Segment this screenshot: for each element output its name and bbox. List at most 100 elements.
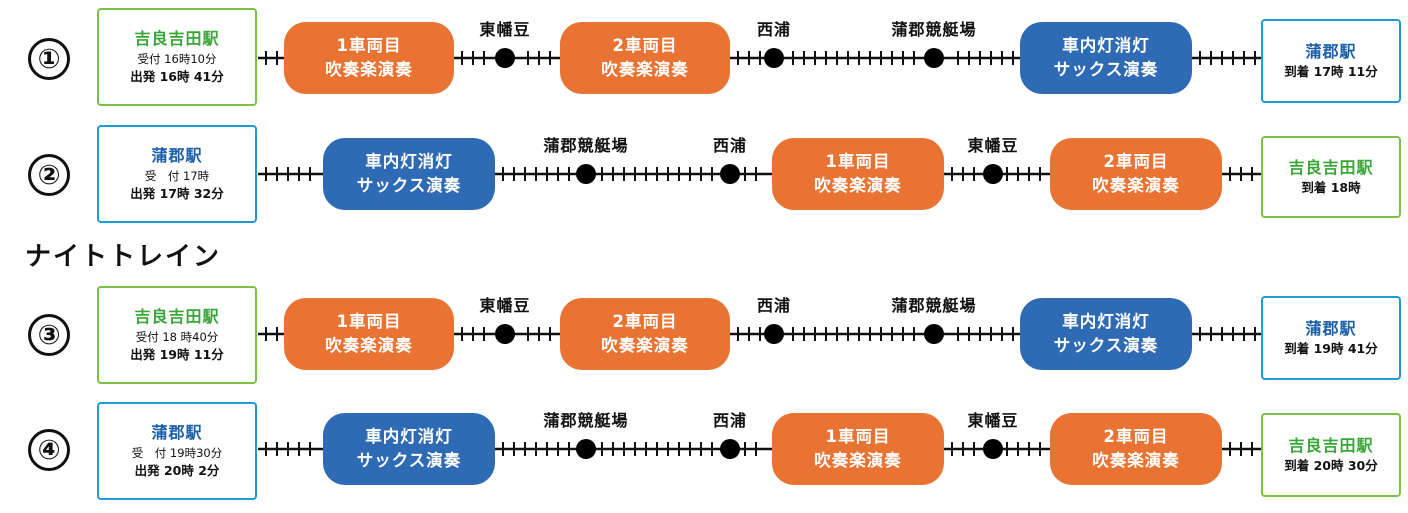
pill-line-2: サックス演奏 bbox=[356, 176, 462, 195]
track-line bbox=[258, 164, 1261, 184]
car-event-pill: 1車両目 吹奏楽演奏 bbox=[284, 22, 454, 94]
stop-label: 西浦 bbox=[756, 20, 792, 39]
pill-line-1: 車内灯消灯 bbox=[1062, 36, 1150, 55]
stop-label: 西浦 bbox=[712, 411, 748, 430]
arrival-time: 到着 18時 bbox=[1301, 180, 1361, 195]
stop-dot-icon bbox=[720, 164, 740, 184]
destination-station-box: 吉良吉田駅 到着 20時 30分 bbox=[1261, 413, 1401, 497]
pill-line-1: 車内灯消灯 bbox=[365, 427, 453, 446]
pill-line-1: 1車両目 bbox=[825, 427, 891, 446]
track-line bbox=[258, 439, 1261, 459]
reception-time: 受 付 19時30分 bbox=[131, 446, 223, 460]
stop-label: 蒲郡競艇場 bbox=[891, 20, 977, 39]
pill-line-2: 吹奏楽演奏 bbox=[814, 451, 902, 470]
origin-station-box: 吉良吉田駅 受付 18 時40分 出発 19時 11分 bbox=[97, 286, 257, 384]
track-line bbox=[258, 48, 1261, 68]
stop-label: 東幡豆 bbox=[479, 296, 531, 315]
pill-line-1: 2車両目 bbox=[612, 312, 678, 331]
reception-time: 受付 16時10分 bbox=[137, 52, 217, 66]
stop-dot-icon bbox=[764, 48, 784, 68]
night-train-heading: ナイトトレイン bbox=[25, 242, 222, 272]
pill-line-1: 2車両目 bbox=[1103, 427, 1169, 446]
arrival-time: 到着 17時 11分 bbox=[1284, 64, 1378, 79]
stop-label: 東幡豆 bbox=[967, 136, 1019, 155]
pill-line-1: 車内灯消灯 bbox=[1062, 312, 1150, 331]
destination-station-box: 蒲郡駅 到着 19時 41分 bbox=[1261, 296, 1401, 380]
origin-station-name: 蒲郡駅 bbox=[151, 423, 203, 442]
pill-line-2: 吹奏楽演奏 bbox=[1092, 451, 1180, 470]
arrival-time: 到着 19時 41分 bbox=[1284, 341, 1378, 356]
stop-dot-icon bbox=[983, 164, 1003, 184]
stop-dot-icon bbox=[576, 439, 596, 459]
car-event-pill: 1車両目 吹奏楽演奏 bbox=[772, 138, 944, 210]
car-event-pill: 2車両目 吹奏楽演奏 bbox=[560, 298, 730, 370]
route-number-badge: ③ bbox=[28, 314, 70, 356]
pill-line-1: 1車両目 bbox=[336, 312, 402, 331]
pill-line-1: 車内灯消灯 bbox=[365, 152, 453, 171]
stop-label: 西浦 bbox=[756, 296, 792, 315]
stop-dot-icon bbox=[576, 164, 596, 184]
pill-line-2: 吹奏楽演奏 bbox=[601, 60, 689, 79]
car-event-pill: 2車両目 吹奏楽演奏 bbox=[1050, 138, 1222, 210]
destination-station-box: 吉良吉田駅 到着 18時 bbox=[1261, 136, 1401, 218]
car-event-pill: 1車両目 吹奏楽演奏 bbox=[772, 413, 944, 485]
departure-time: 出発 16時 41分 bbox=[130, 69, 224, 84]
stop-label: 西浦 bbox=[712, 136, 748, 155]
departure-time: 出発 17時 32分 bbox=[130, 186, 224, 201]
pill-line-2: 吹奏楽演奏 bbox=[325, 60, 413, 79]
stop-label: 蒲郡競艇場 bbox=[543, 136, 629, 155]
pill-line-1: 2車両目 bbox=[612, 36, 678, 55]
stop-dot-icon bbox=[924, 48, 944, 68]
stop-dot-icon bbox=[720, 439, 740, 459]
arrival-time: 到着 20時 30分 bbox=[1284, 458, 1378, 473]
destination-station-box: 蒲郡駅 到着 17時 11分 bbox=[1261, 19, 1401, 103]
origin-station-box: 吉良吉田駅 受付 16時10分 出発 16時 41分 bbox=[97, 8, 257, 106]
pill-line-2: 吹奏楽演奏 bbox=[814, 176, 902, 195]
stop-label: 東幡豆 bbox=[967, 411, 1019, 430]
route-number-badge: ② bbox=[28, 154, 70, 196]
stop-dot-icon bbox=[495, 48, 515, 68]
destination-station-name: 吉良吉田駅 bbox=[1288, 158, 1374, 177]
reception-time: 受付 18 時40分 bbox=[135, 330, 219, 344]
origin-station-name: 吉良吉田駅 bbox=[134, 307, 220, 326]
stop-label: 東幡豆 bbox=[479, 20, 531, 39]
car-event-pill: 2車両目 吹奏楽演奏 bbox=[1050, 413, 1222, 485]
stop-label: 蒲郡競艇場 bbox=[543, 411, 629, 430]
pill-line-2: 吹奏楽演奏 bbox=[601, 336, 689, 355]
stop-dot-icon bbox=[495, 324, 515, 344]
track-line bbox=[258, 324, 1261, 344]
route-row-4: ④ 蒲郡駅 受 付 19時30分 出発 20時 2分 車内灯消灯 サックス演奏 … bbox=[0, 393, 1408, 513]
car-event-pill: 車内灯消灯 サックス演奏 bbox=[323, 413, 495, 485]
pill-line-2: 吹奏楽演奏 bbox=[325, 336, 413, 355]
pill-line-1: 1車両目 bbox=[825, 152, 891, 171]
pill-line-2: 吹奏楽演奏 bbox=[1092, 176, 1180, 195]
car-event-pill: 車内灯消灯 サックス演奏 bbox=[1020, 22, 1192, 94]
pill-line-2: サックス演奏 bbox=[1053, 336, 1159, 355]
stop-dot-icon bbox=[924, 324, 944, 344]
car-event-pill: 車内灯消灯 サックス演奏 bbox=[323, 138, 495, 210]
car-event-pill: 車内灯消灯 サックス演奏 bbox=[1020, 298, 1192, 370]
car-event-pill: 2車両目 吹奏楽演奏 bbox=[560, 22, 730, 94]
destination-station-name: 吉良吉田駅 bbox=[1288, 436, 1374, 455]
origin-station-name: 蒲郡駅 bbox=[151, 146, 203, 165]
car-event-pill: 1車両目 吹奏楽演奏 bbox=[284, 298, 454, 370]
route-row-3: ③ 吉良吉田駅 受付 18 時40分 出発 19時 11分 1車両目 吹奏楽演奏… bbox=[0, 278, 1408, 398]
route-row-1: ① 吉良吉田駅 受付 16時10分 出発 16時 41分 1車両目 吹奏楽演奏 … bbox=[0, 2, 1408, 122]
route-number-badge: ① bbox=[28, 38, 70, 80]
reception-time: 受 付 17時 bbox=[144, 169, 210, 183]
origin-station-box: 蒲郡駅 受 付 17時 出発 17時 32分 bbox=[97, 125, 257, 223]
stop-dot-icon bbox=[764, 324, 784, 344]
stop-dot-icon bbox=[983, 439, 1003, 459]
pill-line-2: サックス演奏 bbox=[356, 451, 462, 470]
route-row-2: ② 蒲郡駅 受 付 17時 出発 17時 32分 車内灯消灯 サックス演奏 1車… bbox=[0, 118, 1408, 238]
pill-line-1: 1車両目 bbox=[336, 36, 402, 55]
pill-line-1: 2車両目 bbox=[1103, 152, 1169, 171]
pill-line-2: サックス演奏 bbox=[1053, 60, 1159, 79]
stop-label: 蒲郡競艇場 bbox=[891, 296, 977, 315]
destination-station-name: 蒲郡駅 bbox=[1305, 42, 1357, 61]
destination-station-name: 蒲郡駅 bbox=[1305, 319, 1357, 338]
origin-station-name: 吉良吉田駅 bbox=[134, 29, 220, 48]
origin-station-box: 蒲郡駅 受 付 19時30分 出発 20時 2分 bbox=[97, 402, 257, 500]
departure-time: 出発 20時 2分 bbox=[134, 463, 220, 478]
route-number-badge: ④ bbox=[28, 429, 70, 471]
